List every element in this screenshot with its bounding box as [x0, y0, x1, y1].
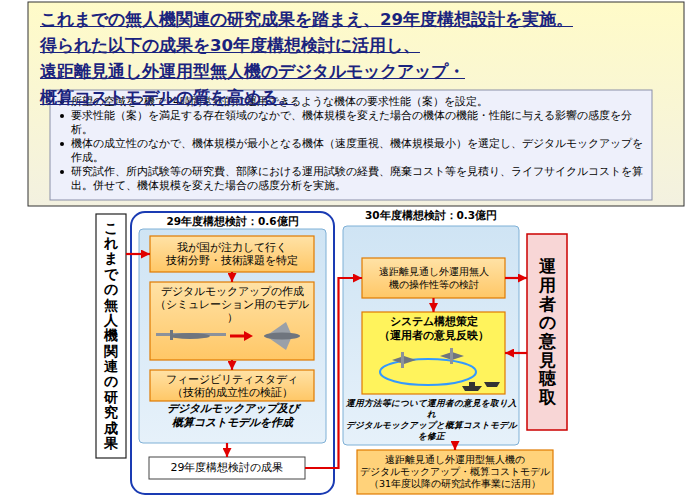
flow-arrow [454, 445, 456, 450]
box-heading: 29年度構想検討：0.6億円 [135, 215, 330, 228]
drone-body [170, 333, 210, 339]
box-label: デジタルモックアップの作成 （シミュレーション用のモデル） [153, 285, 311, 324]
ship [484, 382, 500, 387]
fy30-panel: 遠距離見通し外運用無人 機の操作性等の検討システム構想策定 （運用者の意見反映）… [343, 226, 519, 445]
small-drone-wing [450, 348, 453, 364]
process-box-shape [150, 282, 314, 360]
fy29-panel-shape [139, 229, 326, 443]
bullet-item: 機体の成立性のなかで、機体規模が最小となる機体（速度重視、機体規模最小）を選定し… [58, 137, 644, 165]
fy29-panel: 我が国が注力して行く 技術分野・技術課題を特定デジタルモックアップの作成 （シミ… [139, 229, 326, 443]
ship [462, 386, 482, 391]
operation-scene [380, 348, 500, 391]
flow-arrow [305, 278, 362, 468]
bullet-item: 研究試作、所内試験等の研究費、部隊における運用試験の経費、廃棄コスト等を見積り、… [58, 165, 644, 193]
bullet-item: 要求性能（案）を満足する存在領域のなかで、機体規模を変えた場合の機体の機能・性能… [58, 109, 644, 137]
flow-arrow [432, 298, 434, 312]
concept-box-shape [362, 312, 505, 394]
flow-arrow [505, 352, 527, 354]
box-label: システム構想策定 （運用者の意見反映） [365, 315, 502, 343]
box-label: 遠距離見通し外運用無人 機の操作性等の検討 [365, 265, 502, 291]
arrow-shaft [230, 335, 246, 338]
output-box-shape [357, 450, 553, 494]
box-label: 我が国が注力して行く 技術分野・技術課題を特定 [153, 241, 311, 267]
box-label: フィージビリティスタディ （技術的成立性の検証） [152, 373, 312, 398]
flow-arrow [226, 443, 228, 457]
process-box: フィージビリティスタディ （技術的成立性の検証） [150, 370, 314, 401]
arrow-head [244, 331, 253, 341]
flow-arrow [231, 360, 233, 370]
output-box: 遠距離見通し外運用型無人機の デジタルモックアップ・概算コストモデル （31年度… [357, 450, 553, 494]
flow-arrow [505, 277, 527, 279]
drone-body [264, 333, 300, 340]
box-heading: これまでの無人機関連の研究成果を踏まえ、29年度構想設計を実施。得られた以下の成… [40, 7, 672, 111]
bullet-text: 研究試作、所内試験等の研究費、部隊における運用試験の経費、廃棄コスト等を見積り、… [71, 165, 644, 193]
small-drone-wing [401, 352, 404, 368]
source-box-shape [96, 214, 126, 458]
glider-drone [156, 330, 226, 340]
delta-drone [264, 322, 300, 350]
box-label: これまでの無人機関連の研究成果 [104, 221, 118, 452]
bullet-dot [60, 142, 64, 146]
hearing-box: 運用者の意見聴取 [527, 234, 567, 430]
fy30-panel-shape [343, 226, 519, 445]
box-heading: 30年度構想検討：0.3億円 [343, 209, 519, 222]
bullet-text: 要求性能（案）を満足する存在領域のなかで、機体規模を変えた場合の機体の機能・性能… [71, 109, 644, 137]
box-caption: 運用方法等について運用者の意見を取り入れ デジタルモックアップと概算コストモデル… [344, 398, 518, 442]
process-box-shape [150, 236, 314, 272]
concept-box: システム構想策定 （運用者の意見反映） [362, 312, 505, 394]
box-label: 29年度構想検討の成果 [152, 461, 302, 475]
process-box: 遠距離見通し外運用無人 機の操作性等の検討 [362, 258, 505, 298]
process-box-shape [150, 370, 314, 401]
process-box: デジタルモックアップの作成 （シミュレーション用のモデル） [150, 282, 314, 360]
heading-banner-shape [28, 2, 684, 206]
result-box-shape [149, 457, 305, 479]
red-arrow [230, 331, 253, 341]
box-label: 遠距離見通し外運用型無人機の デジタルモックアップ・概算コストモデル （31年度… [360, 454, 550, 490]
drone-tail [170, 330, 173, 340]
process-box-shape [362, 258, 505, 298]
hearing-box-shape [527, 234, 567, 430]
process-box: 我が国が注力して行く 技術分野・技術課題を特定 [150, 236, 314, 272]
heading-banner: 所望の空域を2機で24時間常続的に運用できるような機体の要求性能（案）を設定。要… [28, 2, 684, 206]
bullet-dot [60, 114, 64, 118]
bullet-dot [60, 170, 64, 174]
fy29-frame-shape [131, 212, 334, 494]
result-box: 29年度構想検討の成果 [149, 457, 305, 479]
source-box: これまでの無人機関連の研究成果 [96, 214, 126, 458]
flow-arrow [126, 253, 150, 255]
box-caption: デジタルモックアップ及び 概算コストモデルを作成 [142, 402, 323, 430]
flow-arrow [231, 272, 233, 282]
ship-bridge [469, 382, 475, 386]
box-label: 運用者の意見聴取 [539, 257, 556, 407]
fy29-frame: 我が国が注力して行く 技術分野・技術課題を特定デジタルモックアップの作成 （シミ… [131, 212, 334, 494]
orbit-ellipse [380, 359, 476, 385]
bullet-text: 機体の成立性のなかで、機体規模が最小となる機体（速度重視、機体規模最小）を選定し… [71, 137, 644, 165]
